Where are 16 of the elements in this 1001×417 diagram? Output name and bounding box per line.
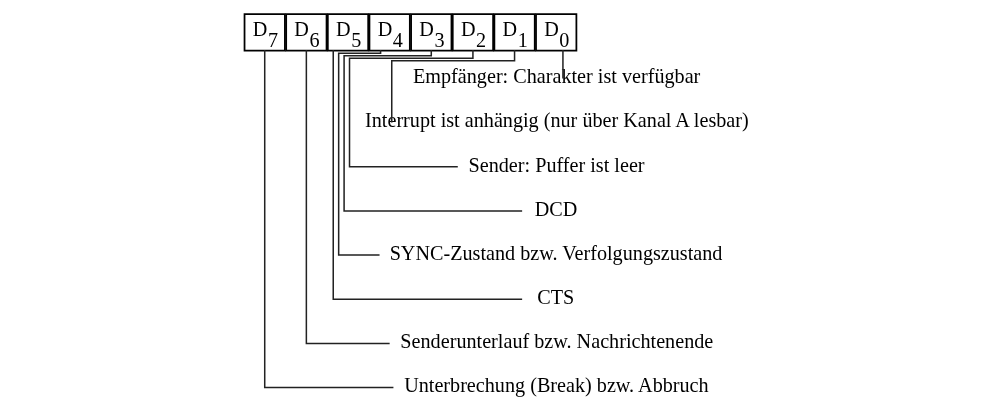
connector — [332, 48, 523, 300]
node-text: Interrupt ist anhängig (nur über Kanal A lesbar) — [364, 108, 749, 131]
connector — [348, 48, 474, 167]
connector — [561, 48, 564, 79]
node-text: Unterbrechung (Break) bzw. Abbruch — [403, 373, 709, 396]
connector — [263, 48, 394, 388]
connector — [342, 48, 523, 212]
node-text: CTS — [536, 285, 574, 308]
connector — [390, 48, 515, 123]
node-text: Senderunterlauf bzw. Nachrichtenende — [399, 329, 713, 352]
node-text: Sender: Puffer ist leer — [468, 153, 645, 176]
connector — [305, 48, 390, 344]
node-text: Empfänger: Charakter ist verfügbar — [412, 64, 700, 87]
node-text: DCD — [534, 197, 577, 220]
node-text: SYNC-Zustand bzw. Verfolgungszustand — [389, 241, 722, 264]
connector — [337, 48, 381, 256]
